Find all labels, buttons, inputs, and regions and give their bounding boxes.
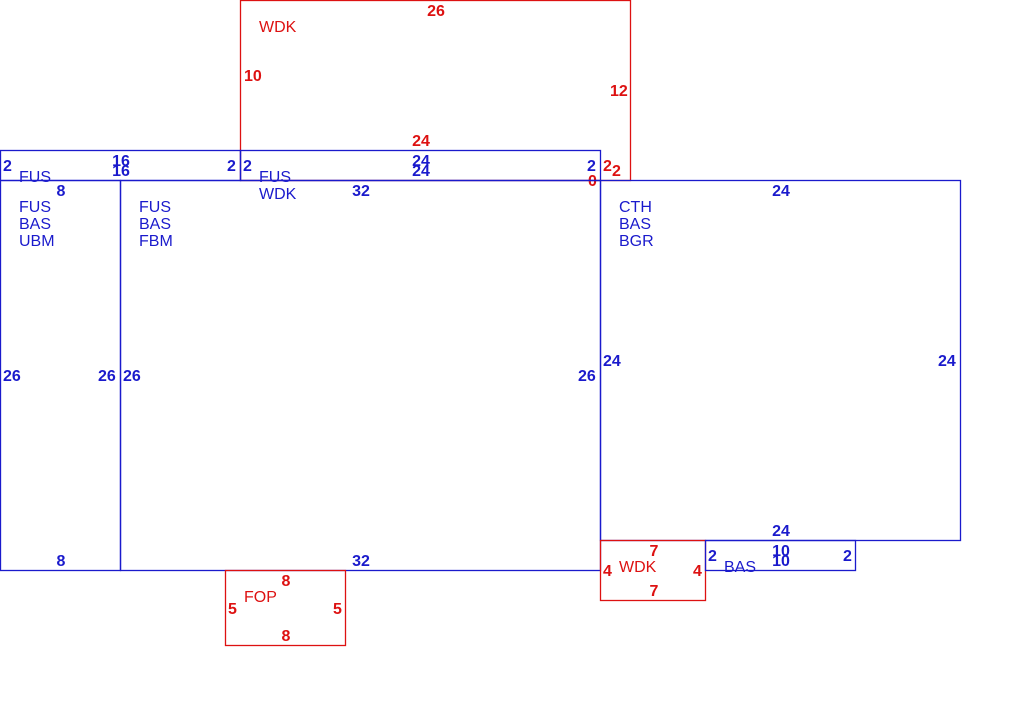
dimension-top: 10 bbox=[772, 543, 790, 560]
dimension-left: 2 bbox=[243, 158, 252, 175]
area-right-room: CTH BAS BGR 24 24 24 24 bbox=[599, 179, 962, 542]
area-fus-wdk-strip: FUS WDK 2 24 24 2 bbox=[239, 149, 602, 203]
dimension-right: 4 bbox=[693, 563, 702, 580]
area-left-room: FUS BAS UBM 8 26 26 8 bbox=[0, 179, 122, 572]
area-outline bbox=[224, 569, 347, 647]
dimension-bottom: 10 bbox=[772, 553, 790, 570]
dimension-bottom: 32 bbox=[352, 553, 370, 570]
dimension-right: 2 bbox=[843, 548, 852, 565]
area-label: CTH bbox=[619, 199, 652, 216]
dimension-top: 32 bbox=[352, 183, 370, 200]
area-main-room: FUS BAS FBM 32 26 26 32 bbox=[119, 179, 602, 572]
area-label: FBM bbox=[139, 233, 173, 250]
dimension-left: 4 bbox=[603, 563, 612, 580]
area-wdk-bottom: WDK 7 4 4 7 bbox=[599, 539, 707, 602]
area-label: WDK bbox=[259, 19, 297, 36]
area-wdk-strip-right: 2 2 0 bbox=[588, 158, 621, 190]
dimension-left: 26 bbox=[3, 368, 21, 385]
dimension-right: 2 bbox=[612, 163, 621, 180]
area-outline bbox=[704, 539, 857, 572]
dimension-right: 26 bbox=[578, 368, 596, 385]
dimension-left: 5 bbox=[228, 601, 237, 618]
area-label: UBM bbox=[19, 233, 55, 250]
dimension-top: 7 bbox=[650, 543, 659, 560]
dimension-top: 24 bbox=[772, 183, 790, 200]
area-bas-bottom: BAS 2 10 10 2 bbox=[704, 539, 857, 576]
dimension-top: 16 bbox=[112, 153, 130, 170]
area-label: FUS bbox=[19, 169, 51, 186]
dimension-left: 2 bbox=[708, 548, 717, 565]
dimension-bottom: 8 bbox=[57, 553, 66, 570]
dimension-left: 26 bbox=[123, 368, 141, 385]
dimension-right: 26 bbox=[98, 368, 116, 385]
dimension-bottom: 24 bbox=[772, 523, 790, 540]
dimension-bottom: 24 bbox=[412, 163, 430, 180]
area-label: BAS bbox=[139, 216, 171, 233]
dimension-right: 2 bbox=[587, 158, 596, 175]
dimension-bottom: 0 bbox=[588, 173, 597, 190]
area-label: FOP bbox=[244, 589, 277, 606]
dimension-top: 8 bbox=[282, 573, 291, 590]
dimension-left: 2 bbox=[603, 158, 612, 175]
area-label: BGR bbox=[619, 233, 654, 250]
dimension-top: 26 bbox=[427, 3, 445, 20]
dimension-left: 24 bbox=[603, 353, 621, 370]
area-outline bbox=[239, 0, 632, 182]
area-label: WDK bbox=[259, 186, 297, 203]
area-label: BAS bbox=[19, 216, 51, 233]
area-label: FUS bbox=[19, 199, 51, 216]
area-label: FUS bbox=[139, 199, 171, 216]
area-outline bbox=[119, 179, 602, 572]
area-wdk-top: WDK 26 10 12 24 bbox=[239, 0, 632, 182]
area-fop: FOP 8 5 5 8 bbox=[224, 569, 347, 647]
dimension-right: 2 bbox=[227, 158, 236, 175]
dimension-right: 5 bbox=[333, 601, 342, 618]
dimension-bottom: 16 bbox=[112, 163, 130, 180]
dimension-bottom: 7 bbox=[650, 583, 659, 600]
dimension-top: 8 bbox=[57, 183, 66, 200]
dimension-top: 24 bbox=[412, 153, 430, 170]
area-label: BAS bbox=[724, 559, 756, 576]
dimension-bottom: 24 bbox=[412, 133, 430, 150]
area-label: WDK bbox=[619, 559, 657, 576]
dimension-right: 24 bbox=[938, 353, 956, 370]
area-label: FUS bbox=[259, 169, 291, 186]
dimension-bottom: 8 bbox=[282, 628, 291, 645]
dimension-left: 2 bbox=[3, 158, 12, 175]
dimension-right: 12 bbox=[610, 83, 628, 100]
area-label: BAS bbox=[619, 216, 651, 233]
area-outline bbox=[599, 179, 962, 542]
dimension-left: 10 bbox=[244, 68, 262, 85]
